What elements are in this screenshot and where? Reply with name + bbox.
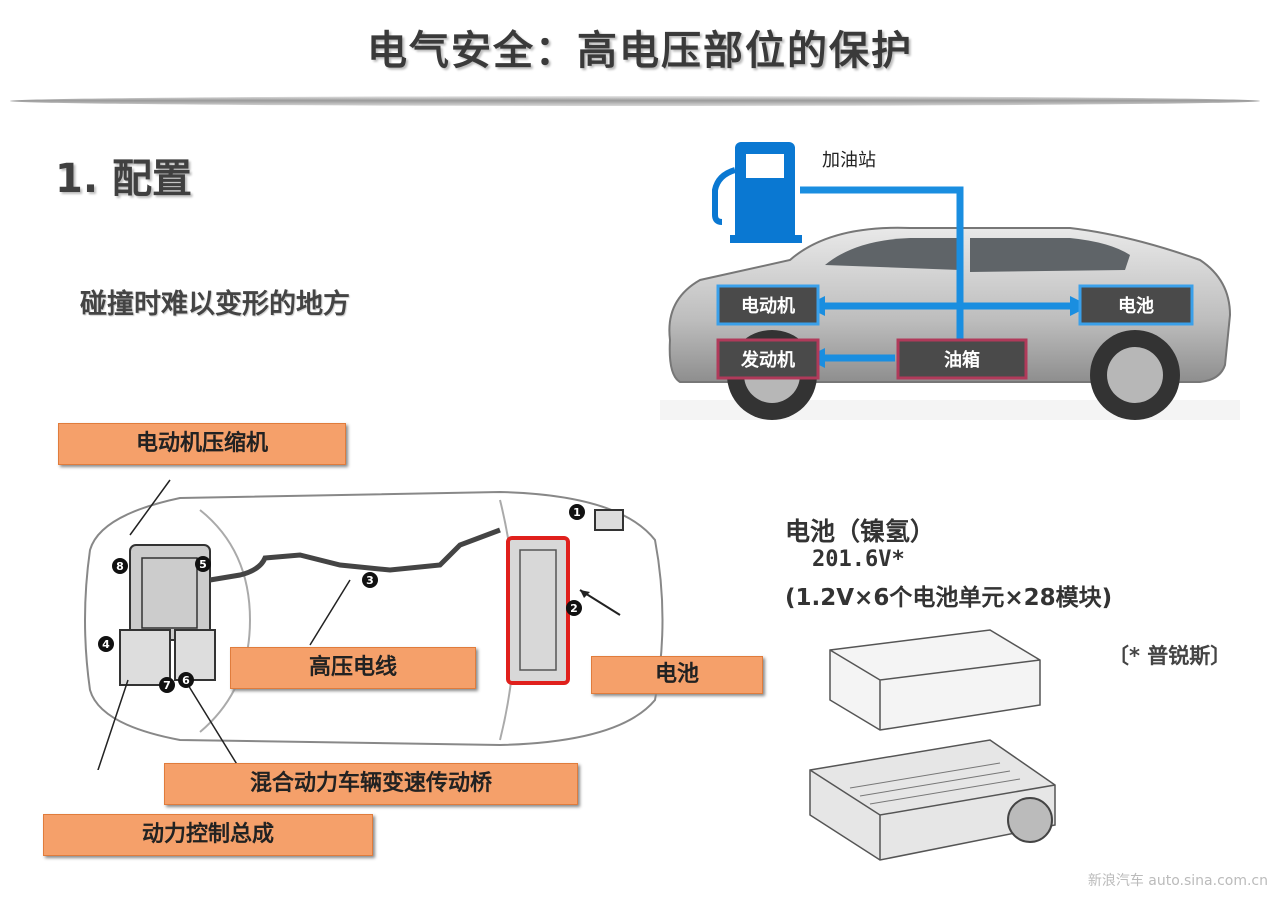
marker-8 <box>112 558 128 574</box>
label-hv-cable: 高压电线 <box>230 647 476 689</box>
battery-fan <box>1007 797 1053 843</box>
engine-label: 发动机 <box>740 349 795 371</box>
motor-label: 电动机 <box>741 295 795 317</box>
marker-3 <box>362 572 378 588</box>
marker-4 <box>98 636 114 652</box>
svg-text:6: 6 <box>182 674 190 687</box>
battery-spec: (1.2V×6个电池单元×28模块) <box>785 585 1113 611</box>
marker-5 <box>195 556 211 572</box>
engine-block <box>119 544 216 686</box>
box-motor <box>716 284 820 326</box>
fuel-tank-label: 油箱 <box>944 349 980 371</box>
page-title: 电气安全：高电压部位的保护 <box>367 28 913 74</box>
section-heading: 1. 配置 <box>55 156 192 202</box>
station-label: 加油站 <box>822 150 876 171</box>
marker-7 <box>159 677 175 693</box>
battery-note: 〔* 普锐斯〕 <box>1108 644 1232 668</box>
label-battery: 电池 <box>591 656 763 694</box>
car-window-rear <box>970 238 1130 272</box>
label-transaxle: 混合动力车辆变速传动桥 <box>164 763 578 805</box>
marker-2 <box>566 600 582 616</box>
label-pcu: 动力控制总成 <box>43 814 373 856</box>
battery-voltage: 201.6V* <box>812 547 905 572</box>
car-window-front <box>825 238 960 270</box>
title-divider <box>10 96 1260 106</box>
battery-highlight <box>506 536 570 685</box>
fuel-pump-icon <box>712 142 802 243</box>
box-fuel-tank <box>896 338 1028 380</box>
svg-text:4: 4 <box>102 638 110 651</box>
label-motor-compressor: 电动机压缩机 <box>58 423 346 465</box>
subtitle: 碰撞时难以变形的地方 <box>80 289 350 320</box>
service-plug <box>594 509 624 531</box>
top-view-car-diagram: 1 2 3 4 5 6 7 8 <box>84 479 664 770</box>
svg-text:3: 3 <box>366 574 374 587</box>
car-outline <box>84 490 664 747</box>
battery-pack-illustration <box>809 629 1056 861</box>
svg-text:1: 1 <box>573 506 581 519</box>
battery-label: 电池 <box>1118 295 1154 317</box>
marker-1 <box>569 504 585 520</box>
marker-6 <box>178 672 194 688</box>
battery-cover <box>829 629 1041 731</box>
box-engine <box>716 338 820 380</box>
battery-modules <box>809 739 1056 861</box>
hybrid-system-diagram: 加油站 电动机 电池 发动机 油箱 <box>660 142 1240 420</box>
svg-text:7: 7 <box>163 679 171 692</box>
svg-text:2: 2 <box>570 602 578 615</box>
svg-text:5: 5 <box>199 558 207 571</box>
watermark: 新浪汽车 auto.sina.com.cn <box>1087 873 1268 889</box>
box-battery <box>1078 284 1194 326</box>
battery-title: 电池（镍氢） <box>785 517 936 546</box>
fuel-flow-line <box>800 186 964 342</box>
hv-cable <box>209 527 501 583</box>
svg-text:8: 8 <box>116 560 124 573</box>
